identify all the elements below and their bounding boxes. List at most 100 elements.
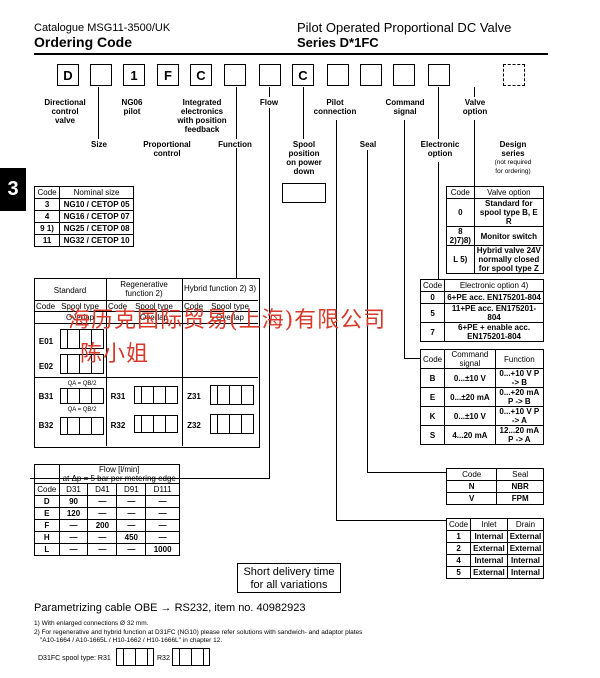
table-cell: 3 — [33, 198, 61, 211]
code-box-6 — [224, 64, 246, 86]
code-box-4: F — [157, 64, 179, 86]
table-cell: — — [145, 507, 180, 520]
table-cell: NG16 / CETOP 07 — [59, 210, 134, 223]
table-cell: D — [34, 495, 60, 508]
line-electronic-down — [438, 162, 439, 280]
table-cell: 2 — [445, 542, 472, 555]
code-box-11 — [393, 64, 415, 86]
table-cell: Valve option — [473, 186, 545, 199]
table-cell — [34, 464, 60, 484]
product-title: Pilot Operated Proportional DC Valve — [297, 20, 512, 35]
spool-symbol-e02 — [60, 354, 104, 374]
table-cell: Hybrid valve 24V normally closed for spo… — [473, 245, 545, 274]
table-cell: 12...20 mA P -> A — [494, 425, 545, 445]
line-function-down — [236, 148, 237, 278]
param-cable: Parametrizing cable OBE → RS232, item no… — [34, 602, 306, 614]
spool-symbol-e01 — [60, 329, 104, 349]
footnote-2: 2) For regenerative and hybrid function … — [34, 629, 363, 636]
spool-symbol-z31 — [210, 385, 254, 405]
table-cell: NG10 / CETOP 05 — [59, 198, 134, 211]
table-cell: — — [145, 531, 180, 544]
table-cell: D91 — [116, 483, 147, 496]
table-cell: B — [419, 368, 446, 388]
label-design: Design series — [499, 140, 527, 158]
flow-title-row: Flow [l/min] at Δp = 5 bar per metering … — [34, 464, 181, 484]
table-cell: L 5) — [446, 245, 475, 274]
table-cell: — — [116, 543, 147, 556]
line-electronic — [438, 87, 439, 139]
table-cell: D111 — [145, 483, 180, 496]
table-cell: 0...+10 V P -> B — [494, 368, 545, 388]
label-valve-option: Valve option — [462, 98, 488, 116]
watermark-contact: 陈小姐 — [80, 342, 150, 367]
table-cell: 120 — [58, 507, 89, 520]
code-e02: E02 — [38, 362, 54, 371]
table-cell: 4 — [445, 554, 472, 567]
code-box-10 — [360, 64, 382, 86]
table-cell: Drain — [506, 518, 545, 531]
table-cell: 0...+20 mA P -> B — [494, 387, 545, 407]
table-cell: Code — [445, 468, 498, 481]
line-pilot — [336, 120, 337, 520]
table-cell: 7 — [419, 322, 446, 342]
table-cell: — — [87, 531, 118, 544]
table-cell: N — [445, 480, 498, 493]
spool-symbol-z32 — [210, 414, 254, 434]
label-spool-position: Spool position on power down — [286, 140, 322, 176]
table-cell: Code — [445, 518, 472, 531]
table-row: L———1000 — [34, 543, 180, 556]
func-spool-regen: Spool type — [135, 302, 173, 311]
code-e01: E01 — [38, 337, 54, 346]
table-cell: H — [34, 531, 60, 544]
spool-power-down-symbol — [282, 183, 326, 203]
table-cell: Code — [419, 349, 446, 369]
func-overlap-regen: Overlap — [139, 313, 168, 322]
label-size: Size — [90, 140, 107, 149]
table-row: 9 1)NG25 / CETOP 08 — [33, 222, 134, 235]
table-cell: Command signal — [444, 349, 496, 369]
table-cell: Internal — [506, 554, 545, 567]
label-integrated: Integrated electronics with position fee… — [177, 98, 227, 134]
func-code-std: Code — [36, 302, 56, 311]
table-cell: 0...±10 V — [444, 368, 496, 388]
code-box-8: C — [292, 64, 314, 86]
footer-spool-r31 — [116, 648, 154, 666]
table-cell: D31 — [58, 483, 89, 496]
table-cell: E — [34, 507, 60, 520]
table-cell: 5 — [419, 303, 446, 323]
table-cell: Seal — [496, 468, 544, 481]
table-cell: 9 1) — [33, 222, 61, 235]
line-command — [404, 120, 405, 358]
line-pilot-h — [336, 520, 446, 521]
line-command-h — [404, 358, 420, 359]
code-z32: Z32 — [187, 421, 201, 430]
table-cell: Code — [446, 186, 475, 199]
code-box-9 — [327, 64, 349, 86]
label-function: Function — [218, 140, 252, 149]
table-cell: 1000 — [145, 543, 180, 556]
func-hline4 — [34, 377, 258, 378]
chapter-tab: 3 — [0, 168, 26, 211]
table-cell: 200 — [87, 519, 118, 532]
table-cell: 8 2)7)8) — [446, 226, 475, 246]
code-b31: B31 — [38, 392, 54, 401]
table-cell: 0 — [419, 291, 446, 304]
footer-spool-r32 — [172, 648, 210, 666]
table-cell: — — [87, 495, 118, 508]
table-cell: V — [445, 492, 498, 505]
func-code-regen: Code — [108, 302, 128, 311]
